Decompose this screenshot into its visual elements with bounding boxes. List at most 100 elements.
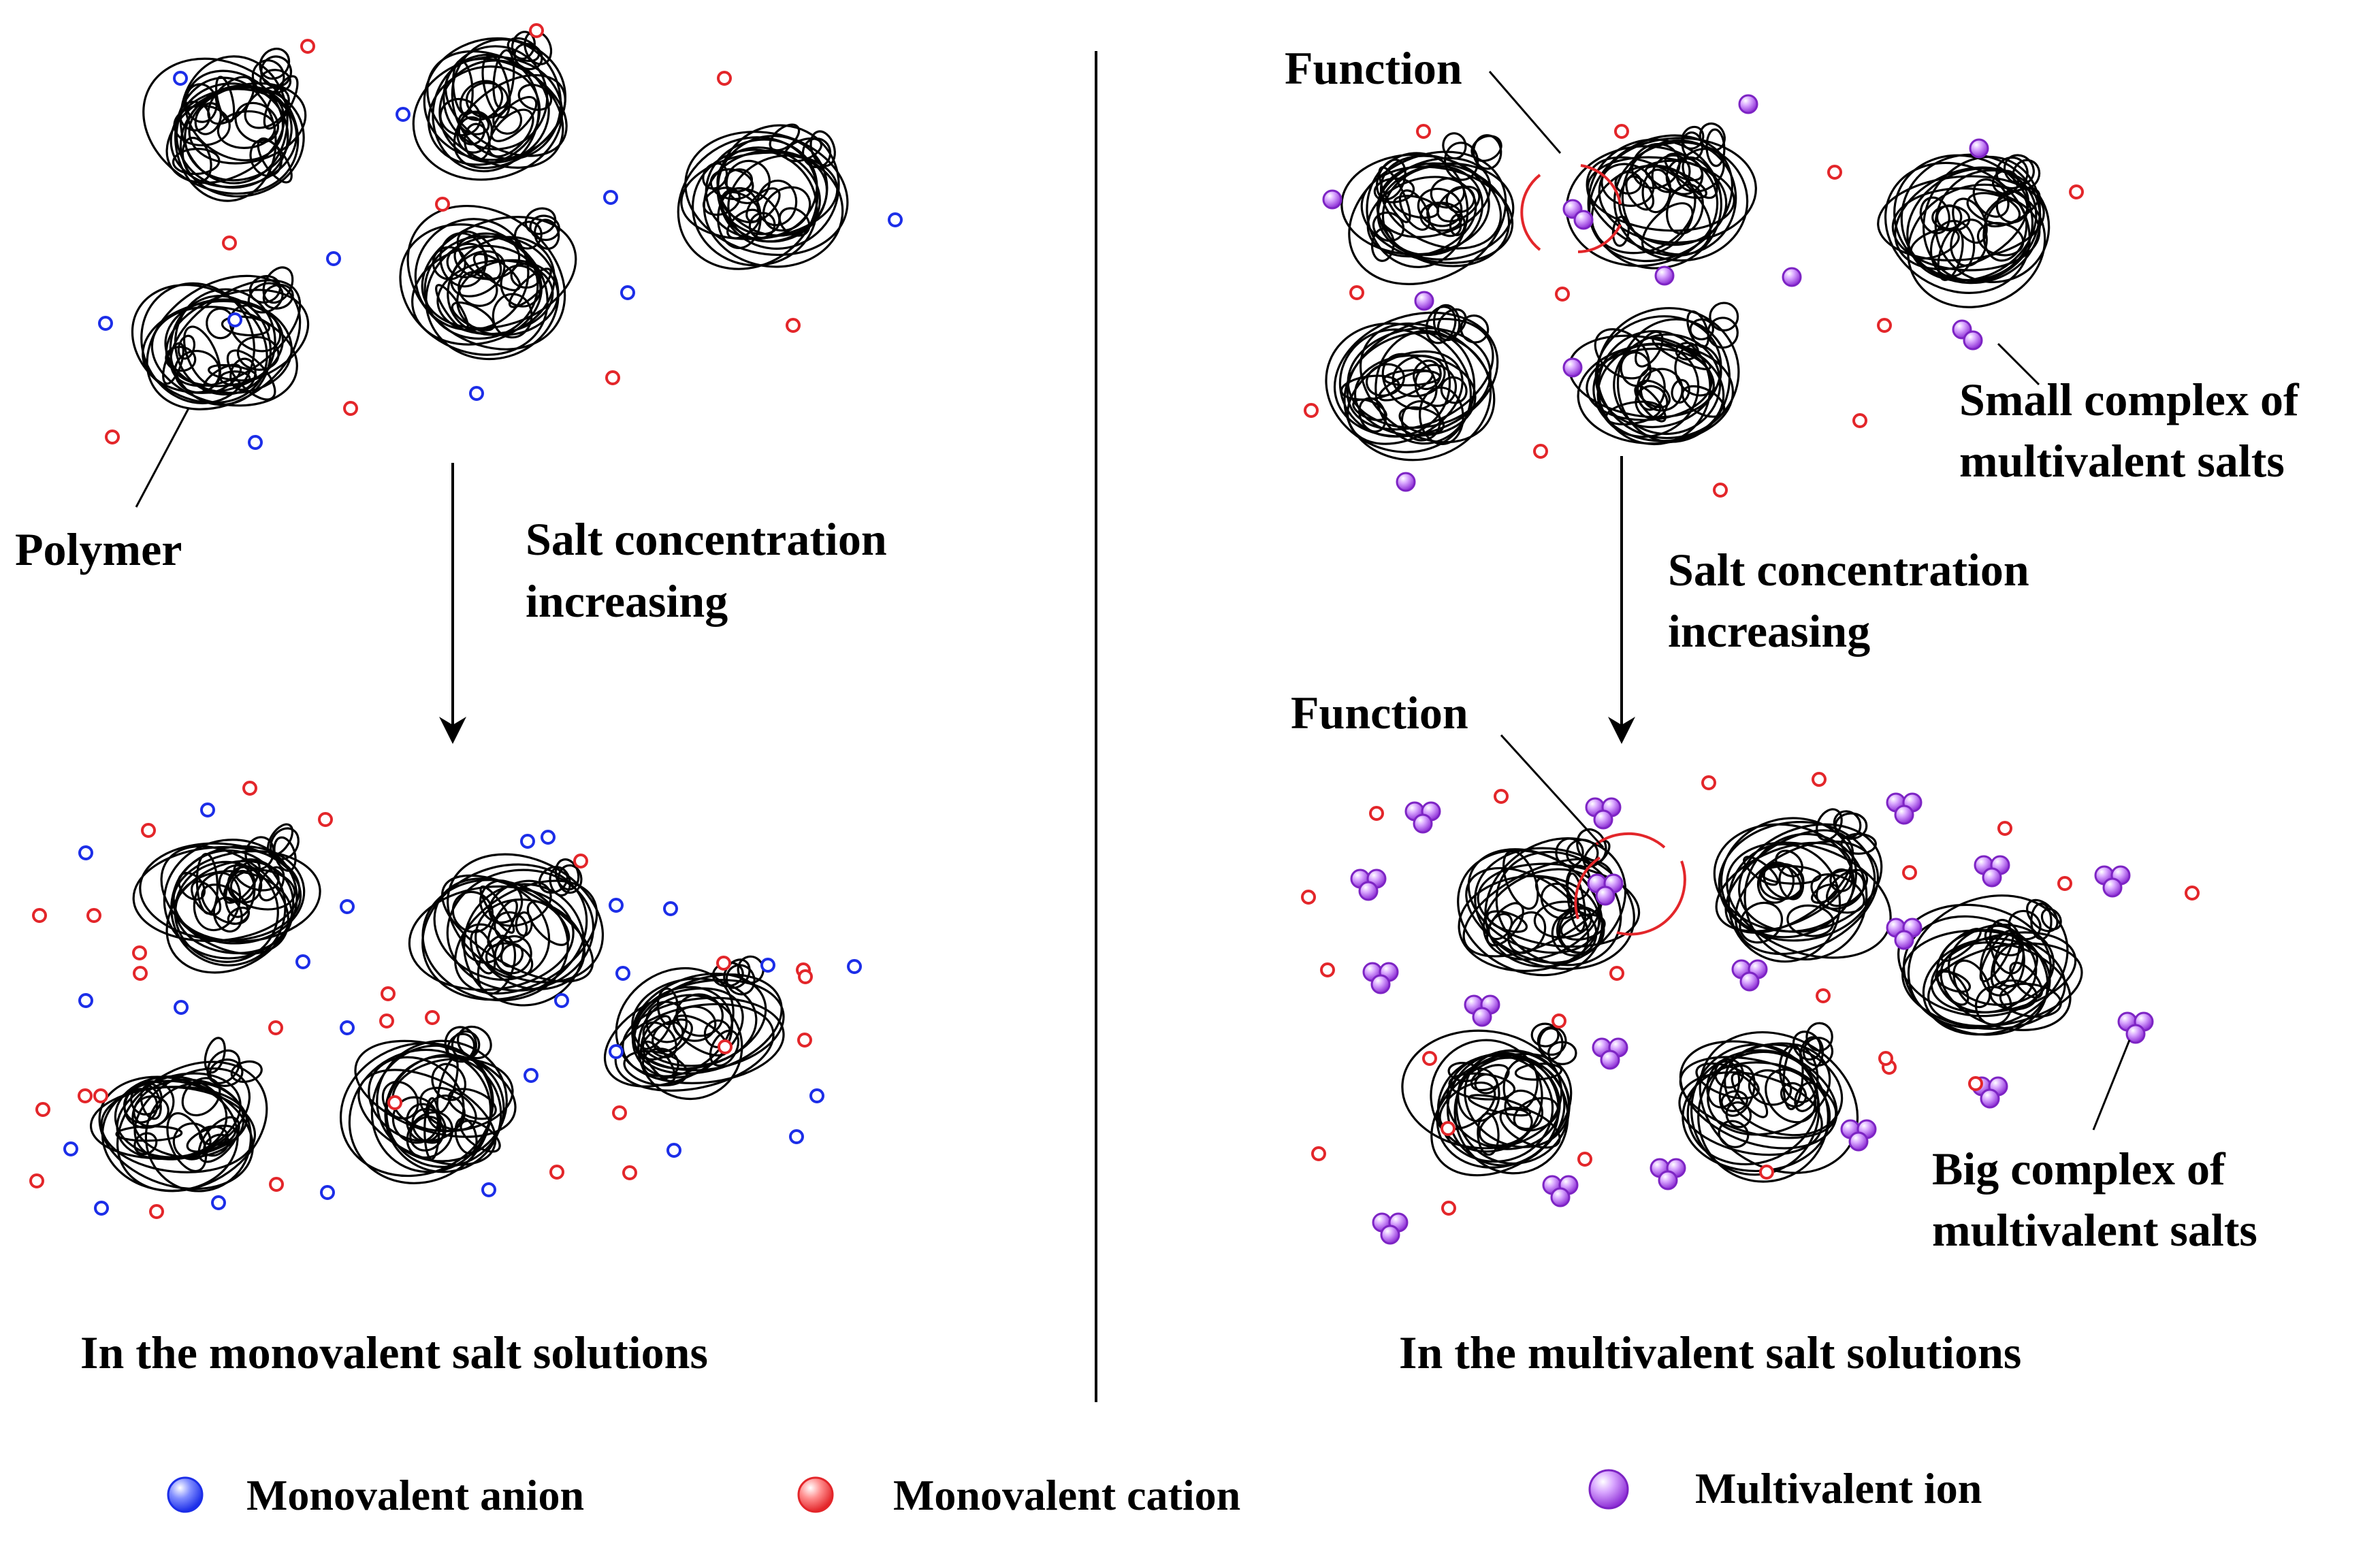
cation-icon — [1852, 413, 1867, 428]
multivalent-ion-icon — [1782, 267, 1802, 287]
cation-icon — [1877, 318, 1892, 333]
cation-icon — [1304, 403, 1319, 418]
cation-icon — [1816, 988, 1831, 1003]
label-salt-right-2: increasing — [1668, 605, 1870, 657]
cation-icon — [105, 429, 120, 444]
anion-icon — [615, 966, 630, 981]
polymer-coil-icon — [677, 123, 849, 270]
cation-icon — [93, 1088, 108, 1103]
cation-icon — [425, 1010, 440, 1025]
legend-cation-label: Monovalent cation — [893, 1471, 1240, 1519]
multivalent-ion-icon — [1322, 189, 1342, 210]
polymer-coil-icon — [1325, 304, 1499, 461]
anion-icon — [98, 316, 113, 331]
cation-icon — [318, 812, 333, 827]
cation-icon — [1369, 806, 1384, 821]
function-interaction-top — [1520, 164, 1622, 253]
caption-right: In the multivalent salt solutions — [1399, 1327, 2021, 1378]
cation-icon — [573, 854, 588, 869]
cation-icon — [1609, 966, 1624, 981]
label-salt-right-1: Salt concentration — [1668, 544, 2029, 596]
polymer-coil-icon — [1897, 894, 2083, 1036]
cation-icon — [1555, 287, 1570, 302]
polymer-coil-icon — [1457, 828, 1641, 977]
multivalent-ion-icon — [1980, 1088, 2000, 1109]
multivalent-ion-icon — [1380, 1224, 1400, 1245]
cation-icon — [32, 908, 47, 923]
leader-function-bottom — [1500, 734, 1605, 849]
anion-icon — [666, 1143, 681, 1158]
anion-icon — [78, 845, 93, 860]
anion-icon — [760, 958, 775, 973]
cation-icon — [1577, 1152, 1592, 1167]
polymer-coil-icon — [603, 955, 785, 1101]
cation-icon — [269, 1177, 284, 1192]
anion-icon — [295, 954, 310, 969]
anion-icon — [541, 830, 556, 845]
anion-icon — [340, 899, 355, 914]
polymer-coil-icon — [1568, 302, 1740, 446]
anion-icon — [847, 959, 862, 974]
anion-icon — [200, 802, 215, 817]
cation-icon — [2185, 886, 2200, 901]
multivalent-ion-icon — [1969, 138, 1989, 159]
anion-icon — [888, 212, 903, 227]
cation-icon — [132, 945, 147, 960]
cation-icon — [605, 370, 620, 385]
multivalent-ion-icon — [1550, 1187, 1571, 1207]
anion-icon — [326, 251, 341, 266]
polymer-coil-icon — [1565, 123, 1757, 270]
anion-icon — [663, 901, 678, 916]
cation-icon — [1701, 775, 1716, 790]
cation-icon — [300, 39, 315, 54]
cation-icon — [29, 1173, 44, 1188]
multivalent-ion-icon — [1658, 1170, 1678, 1190]
polymer-coils — [89, 30, 2083, 1193]
legend-anion-label: Monovalent anion — [246, 1471, 584, 1519]
anion-icon — [78, 993, 93, 1008]
multivalent-ion-icon — [1738, 94, 1758, 114]
caption-left: In the monovalent salt solutions — [80, 1327, 708, 1378]
label-small-complex-2: multivalent salts — [1959, 435, 2285, 487]
cation-icon — [435, 197, 450, 212]
cation-icon — [1416, 124, 1431, 139]
cation-icon — [141, 823, 156, 838]
polymer-coil-icon — [132, 823, 321, 974]
cation-icon — [86, 908, 101, 923]
cation-icon — [2057, 876, 2072, 891]
polymer-coil-icon — [339, 1025, 517, 1184]
leader-small-complex — [1997, 342, 2040, 386]
cation-icon — [622, 1165, 637, 1180]
anion-icon — [174, 1000, 189, 1015]
cation-icon — [798, 969, 813, 984]
cation-icon — [549, 1165, 564, 1180]
cation-icon — [718, 1039, 733, 1054]
multivalent-ion-icon — [1413, 813, 1433, 834]
multivalent-ion-icon — [1472, 1007, 1492, 1027]
anion-icon — [63, 1141, 78, 1156]
legend: Monovalent anion Monovalent cation Multi… — [167, 1464, 1982, 1519]
anion-icon — [211, 1195, 226, 1210]
multivalent-ion-icon — [1963, 330, 1983, 351]
multivalent-ion-icon — [1894, 930, 1914, 950]
cation-icon — [1441, 1121, 1456, 1136]
anion-icon — [609, 1044, 624, 1059]
multivalent-ion-icon — [1588, 1469, 1629, 1510]
anion-icon — [554, 993, 569, 1008]
cation-icon — [1614, 124, 1629, 139]
cation-icon — [1301, 890, 1316, 905]
cation-icon — [797, 1033, 812, 1048]
cation-icon — [716, 956, 731, 971]
cation-icon — [797, 1476, 834, 1513]
cation-icon — [2069, 184, 2084, 199]
multivalent-ion-icon — [2102, 877, 2123, 898]
cation-icon — [381, 986, 396, 1001]
multivalent-ion-icon — [1894, 805, 1914, 825]
legend-multivalent-label: Multivalent ion — [1695, 1464, 1982, 1512]
label-salt-left-1: Salt concentration — [526, 513, 887, 565]
anion-icon — [248, 435, 263, 450]
anion-icon — [227, 312, 242, 327]
multivalent-ion-icon — [1982, 867, 2002, 888]
anion-icon — [524, 1068, 538, 1083]
